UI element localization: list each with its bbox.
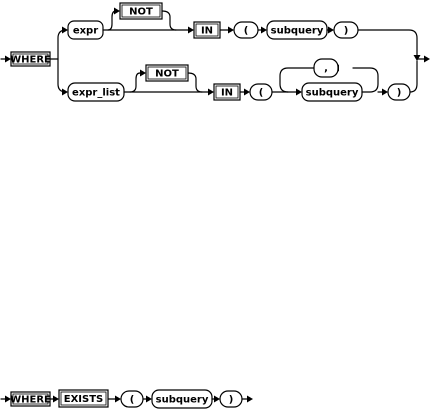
top-exit-arrow xyxy=(413,55,421,61)
not-keyword-2: NOT xyxy=(145,64,189,82)
exists-keyword-label: EXISTS xyxy=(64,394,104,405)
bottom-exit-line xyxy=(409,60,418,93)
exists-keyword: EXISTS xyxy=(58,389,109,408)
open-paren-2-label: ( xyxy=(259,88,264,99)
in-2-to-paren-arrow xyxy=(244,88,250,96)
top-branch-line xyxy=(57,29,67,60)
paren-to-subquery-arrow xyxy=(261,26,267,34)
where-exists-diagram: WHERE EXISTS ( subquery ) xyxy=(0,389,253,409)
loop-to-close-arrow xyxy=(382,88,388,96)
exists-subquery-label: subquery xyxy=(156,395,209,406)
bottom-branch-line xyxy=(57,58,67,93)
not-2-exit-line xyxy=(187,72,203,93)
bottom-branch-arrow xyxy=(62,88,68,96)
entry-arrow xyxy=(5,55,11,63)
close-paren-1: ) xyxy=(333,21,359,39)
open-paren-2: ( xyxy=(249,83,273,101)
paren-2-to-subquery-arrow xyxy=(296,88,302,96)
in-keyword-1-label: IN xyxy=(201,26,213,37)
not-keyword-1: NOT xyxy=(119,2,163,20)
in-keyword-2: IN xyxy=(213,83,241,101)
expr-list-box: expr_list xyxy=(67,82,125,102)
not-2-entry-arrow xyxy=(140,69,146,77)
exit-arrow xyxy=(424,55,430,63)
close-paren-2: ) xyxy=(387,83,411,101)
in-keyword-2-label: IN xyxy=(221,88,233,99)
comma-box: , xyxy=(313,58,339,78)
comma-loop-left-line xyxy=(279,67,315,93)
exists-close-paren-label: ) xyxy=(229,395,234,406)
close-paren-1-label: ) xyxy=(344,26,349,37)
top-exit-line xyxy=(357,29,418,60)
exists-exit-arrow xyxy=(247,395,253,403)
exists-open-paren: ( xyxy=(120,390,144,408)
subquery-box-2: subquery xyxy=(301,82,363,102)
where-keyword-2: WHERE xyxy=(10,391,51,407)
not-1-entry-line xyxy=(107,10,117,31)
where-keyword-2-label: WHERE xyxy=(10,395,51,406)
not-keyword-2-label: NOT xyxy=(155,69,179,80)
top-branch-arrow xyxy=(62,26,68,34)
where-to-exists-arrow xyxy=(53,395,59,403)
where-keyword-label: WHERE xyxy=(10,55,51,66)
exists-close-paren: ) xyxy=(219,390,243,408)
in-keyword-1: IN xyxy=(193,21,221,39)
comma-box-label: , xyxy=(324,63,328,74)
close-paren-2-label: ) xyxy=(397,88,402,99)
not-2-entry-line xyxy=(129,72,141,93)
expr-box: expr xyxy=(67,20,104,40)
where-in-diagram: WHERE expr NOT IN xyxy=(0,2,430,102)
exists-paren-to-subquery-arrow xyxy=(146,395,152,403)
subquery-box-2-label: subquery xyxy=(306,88,359,99)
expr-list-label: expr_list xyxy=(72,88,120,99)
where-keyword: WHERE xyxy=(10,51,51,67)
exists-entry-arrow xyxy=(5,395,11,403)
not-1-exit-line xyxy=(161,10,177,31)
open-paren-1: ( xyxy=(233,21,259,39)
expr-label: expr xyxy=(73,26,98,37)
not-1-entry-arrow xyxy=(114,7,120,15)
expr-list-to-in-arrow xyxy=(208,88,214,96)
subquery-to-close-arrow xyxy=(328,26,334,34)
exists-to-paren-arrow xyxy=(115,395,121,403)
open-paren-1-label: ( xyxy=(244,26,249,37)
comma-loop-right-line xyxy=(352,67,379,93)
subquery-box-1-label: subquery xyxy=(271,26,324,37)
expr-to-in-arrow xyxy=(188,26,194,34)
in-to-paren-arrow xyxy=(228,26,234,34)
exists-open-paren-label: ( xyxy=(130,395,135,406)
exists-subquery-to-close-arrow xyxy=(214,395,220,403)
not-keyword-1-label: NOT xyxy=(129,7,153,18)
subquery-box-1: subquery xyxy=(266,20,328,40)
exists-subquery-box: subquery xyxy=(151,389,213,409)
